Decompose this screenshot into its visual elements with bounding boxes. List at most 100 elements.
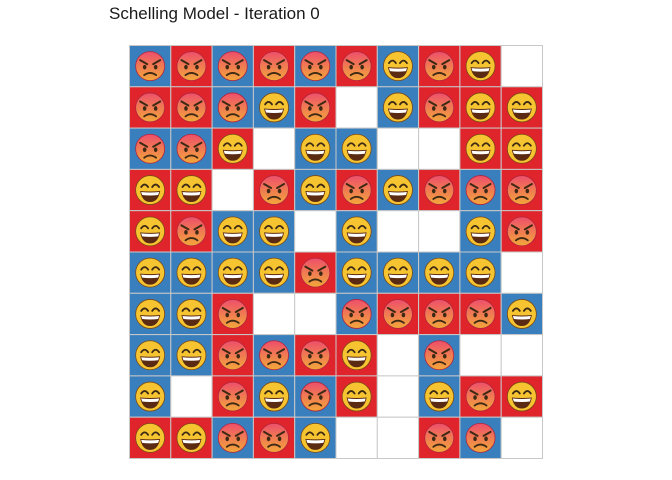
angry-face-icon (259, 422, 289, 453)
cell-r9-c8 (418, 375, 461, 418)
cell-r1-c2 (170, 45, 213, 88)
cell-r7-c7 (376, 292, 420, 336)
angry-face-icon (217, 381, 248, 412)
happy-face-icon (135, 257, 166, 288)
angry-face-icon (176, 92, 207, 123)
cell-r2-c4 (252, 86, 296, 129)
happy-face-icon (341, 381, 372, 412)
cell-r1-c7 (376, 45, 420, 88)
angry-face-icon (424, 299, 455, 329)
cell-r7-c10 (500, 292, 544, 336)
cell-r6-c1 (129, 251, 172, 294)
happy-face-icon (135, 381, 166, 412)
cell-r7-c8 (418, 292, 461, 336)
angry-face-icon (217, 51, 248, 82)
happy-face-icon (465, 133, 496, 164)
cell-r10-c7 (376, 416, 420, 460)
cell-r10-c1 (129, 416, 172, 460)
angry-face-icon (424, 340, 455, 371)
cell-r1-c9 (459, 45, 502, 88)
angry-face-icon (383, 299, 413, 329)
cell-r4-c7 (376, 168, 420, 212)
happy-face-icon (135, 299, 166, 329)
angry-face-icon (424, 92, 455, 123)
happy-face-icon (259, 381, 289, 412)
cell-r10-c2 (170, 416, 213, 460)
cell-r9-c3 (211, 375, 254, 418)
cell-r1-c4 (252, 45, 296, 88)
cell-r2-c8 (418, 86, 461, 129)
cell-r5-c8 (418, 210, 461, 253)
happy-face-icon (259, 257, 289, 288)
cell-r2-c2 (170, 86, 213, 129)
happy-face-icon (424, 381, 455, 412)
cell-r2-c9 (459, 86, 502, 129)
angry-face-icon (341, 51, 372, 82)
happy-face-icon (135, 422, 166, 453)
cell-r2-c5 (294, 86, 337, 129)
happy-face-icon (341, 257, 372, 288)
cell-r10-c10 (500, 416, 544, 460)
happy-face-icon (465, 216, 496, 247)
angry-face-icon (341, 175, 372, 205)
angry-face-icon (217, 92, 248, 123)
happy-face-icon (506, 92, 537, 123)
cell-r10-c5 (294, 416, 337, 460)
happy-face-icon (217, 257, 248, 288)
cell-r7-c4 (252, 292, 296, 336)
cell-r4-c8 (418, 168, 461, 212)
angry-face-icon (259, 340, 289, 371)
cell-r6-c6 (335, 251, 378, 294)
cell-r2-c10 (500, 86, 544, 129)
cell-r6-c7 (376, 251, 420, 294)
empty-cell (500, 334, 544, 377)
angry-face-icon (176, 51, 207, 82)
angry-face-icon (506, 175, 537, 205)
cell-r6-c10 (500, 251, 544, 294)
angry-face-icon (506, 216, 537, 247)
cell-r4-c9 (459, 168, 502, 212)
empty-cell (376, 334, 420, 377)
cell-r3-c2 (170, 127, 213, 170)
angry-face-icon (424, 51, 455, 82)
angry-face-icon (135, 133, 166, 164)
angry-face-icon (300, 257, 331, 288)
cell-r1-c10 (500, 45, 544, 88)
cell-r9-c1 (129, 375, 172, 418)
cell-r8-c2 (170, 334, 213, 377)
cell-r5-c1 (129, 210, 172, 253)
cell-r4-c1 (129, 168, 172, 212)
happy-face-icon (176, 257, 207, 288)
happy-face-icon (506, 381, 537, 412)
cell-r6-c3 (211, 251, 254, 294)
cell-r10-c9 (459, 416, 502, 460)
chart-title: Schelling Model - Iteration 0 (109, 4, 320, 23)
cell-r4-c5 (294, 168, 337, 212)
happy-face-icon (383, 175, 413, 205)
empty-cell (418, 127, 461, 170)
cell-r3-c6 (335, 127, 378, 170)
cell-r4-c2 (170, 168, 213, 212)
happy-face-icon (135, 340, 166, 371)
cell-r9-c5 (294, 375, 337, 418)
cell-r5-c7 (376, 210, 420, 253)
angry-face-icon (217, 340, 248, 371)
cell-r4-c4 (252, 168, 296, 212)
cell-r1-c8 (418, 45, 461, 88)
cell-r5-c4 (252, 210, 296, 253)
happy-face-icon (506, 133, 537, 164)
happy-face-icon (176, 175, 207, 205)
empty-cell (294, 292, 337, 336)
happy-face-icon (465, 257, 496, 288)
cell-r8-c5 (294, 334, 337, 377)
cell-r6-c9 (459, 251, 502, 294)
cell-r2-c6 (335, 86, 378, 129)
cell-r8-c3 (211, 334, 254, 377)
happy-face-icon (259, 92, 289, 123)
cell-r5-c2 (170, 210, 213, 253)
happy-face-icon (217, 216, 248, 247)
angry-face-icon (176, 133, 207, 164)
cell-r9-c6 (335, 375, 378, 418)
happy-face-icon (259, 216, 289, 247)
